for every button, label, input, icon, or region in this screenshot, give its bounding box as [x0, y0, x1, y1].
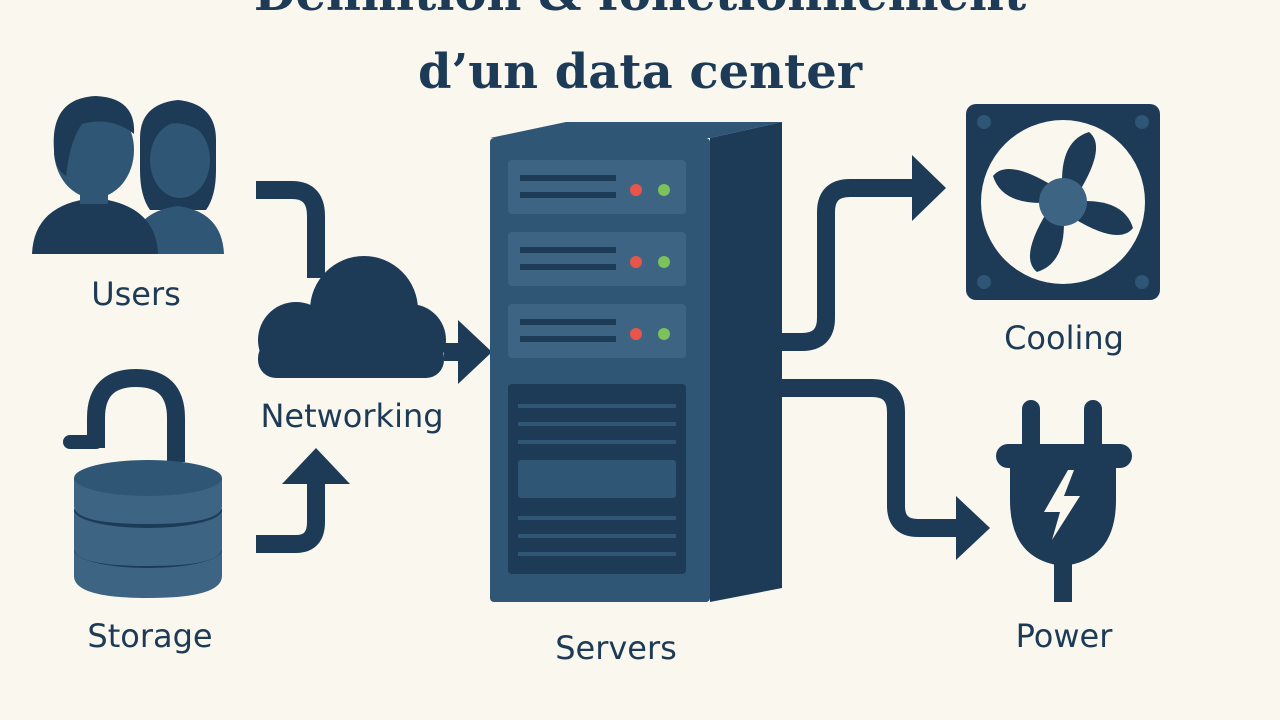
server-unit [508, 304, 686, 358]
rack-side [710, 122, 782, 602]
lock-shackle [87, 368, 185, 462]
fan-hub [1039, 178, 1087, 226]
storage-label: Storage [87, 617, 213, 655]
database-lock-icon [63, 368, 222, 598]
power-label: Power [1015, 617, 1113, 655]
plug-prong-right [1084, 400, 1102, 456]
status-led-red [630, 328, 642, 340]
rack-vent-panel [508, 384, 686, 574]
connector-users-networking [256, 181, 325, 278]
arrowhead-networking-up [282, 448, 350, 484]
users-icon [32, 96, 224, 254]
status-led-green [658, 184, 670, 196]
connector-storage-networking [256, 478, 325, 553]
plug-prong-left [1022, 400, 1040, 456]
arrowheads [282, 155, 990, 560]
status-led-green [658, 256, 670, 268]
server-unit [508, 160, 686, 214]
fan-icon [966, 104, 1160, 300]
status-led-red [630, 256, 642, 268]
connector-servers-power [782, 379, 962, 537]
cloud-icon [258, 256, 446, 378]
cooling-label: Cooling [1004, 319, 1124, 357]
server-unit [508, 232, 686, 286]
networking-label: Networking [260, 397, 444, 435]
page-title-line-1: Définition & fonctionnement [0, 0, 1280, 22]
arrowhead-to-power [956, 496, 990, 560]
server-rack-icon [490, 122, 782, 602]
users-label: Users [91, 275, 181, 313]
status-led-red [630, 184, 642, 196]
servers-label: Servers [555, 629, 677, 667]
arrowhead-to-cooling [912, 155, 946, 221]
status-led-green [658, 328, 670, 340]
plug-cable [1054, 560, 1072, 602]
page-title-line-2: d’un data center [417, 44, 863, 100]
connectors [256, 179, 962, 553]
user-person-left [32, 96, 158, 254]
connector-servers-cooling [782, 179, 918, 351]
rack-top [490, 122, 782, 138]
power-plug-icon [996, 400, 1132, 602]
database-cylinder [74, 460, 222, 598]
user-person-right [130, 100, 224, 254]
arrowhead-to-servers [458, 320, 492, 384]
lightning-bolt [1044, 470, 1080, 540]
